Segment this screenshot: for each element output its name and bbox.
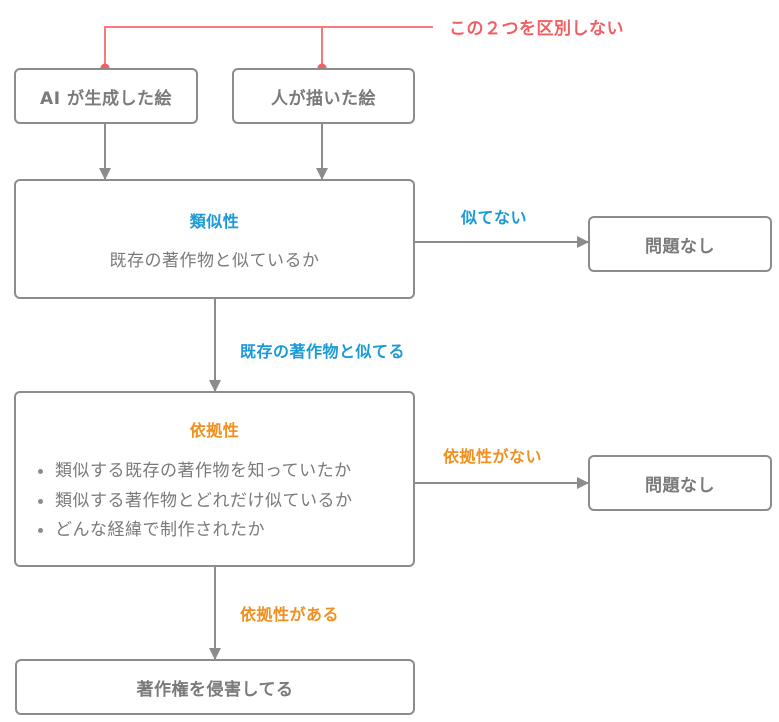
- similarity-no-label: 似てない: [461, 208, 528, 227]
- reliance-criterion-text: どんな経緯で制作されたか: [55, 520, 265, 540]
- reliance-criterion: どんな経緯で制作されたか: [38, 516, 353, 546]
- similarity-yes-label: 既存の著作物と似てる: [240, 342, 406, 361]
- reliance-no-label: 依拠性がない: [443, 447, 543, 466]
- reliance-criterion-text: 類似する著作物とどれだけ似ているか: [55, 490, 353, 511]
- similarity-question: 既存の著作物と似ているか: [109, 250, 320, 271]
- conclusion-infringement: 著作権を侵害してる: [15, 659, 415, 715]
- reliance-no-result-label: 問題なし: [645, 475, 715, 496]
- similarity-heading: 類似性: [189, 211, 240, 231]
- similarity-no-result-label: 問題なし: [645, 236, 715, 257]
- distinction-bracket-line: [104, 26, 433, 67]
- bullet-icon: [38, 528, 43, 534]
- bullet-icon: [38, 469, 43, 475]
- reliance-criterion: 類似する既存の著作物を知っていたか: [38, 457, 353, 487]
- input-human-drawn-label: 人が描いた絵: [271, 88, 376, 109]
- similarity-no-result: 問題なし: [588, 216, 772, 272]
- similarity-check: 類似性 既存の著作物と似ているか: [14, 179, 415, 299]
- reliance-criterion: 類似する著作物とどれだけ似ているか: [38, 487, 353, 517]
- reliance-check: 依拠性 類似する既存の著作物を知っていたか 類似する著作物とどれだけ似ているか …: [14, 391, 415, 567]
- reliance-criterion-text: 類似する既存の著作物を知っていたか: [55, 461, 352, 481]
- bullet-icon: [38, 498, 43, 504]
- input-human-drawn: 人が描いた絵: [232, 68, 415, 124]
- conclusion-label: 著作権を侵害してる: [136, 679, 294, 700]
- reliance-yes-label: 依拠性がある: [240, 605, 340, 624]
- annotation-no-distinction: この２つを区別しない: [449, 19, 624, 39]
- reliance-heading: 依拠性: [189, 421, 240, 440]
- reliance-criteria-list: 類似する既存の著作物を知っていたか 類似する著作物とどれだけ似ているか どんな経…: [38, 457, 353, 546]
- reliance-no-result: 問題なし: [588, 455, 772, 511]
- input-ai-generated-label: AI が生成した絵: [40, 88, 172, 109]
- input-ai-generated: AI が生成した絵: [14, 68, 198, 124]
